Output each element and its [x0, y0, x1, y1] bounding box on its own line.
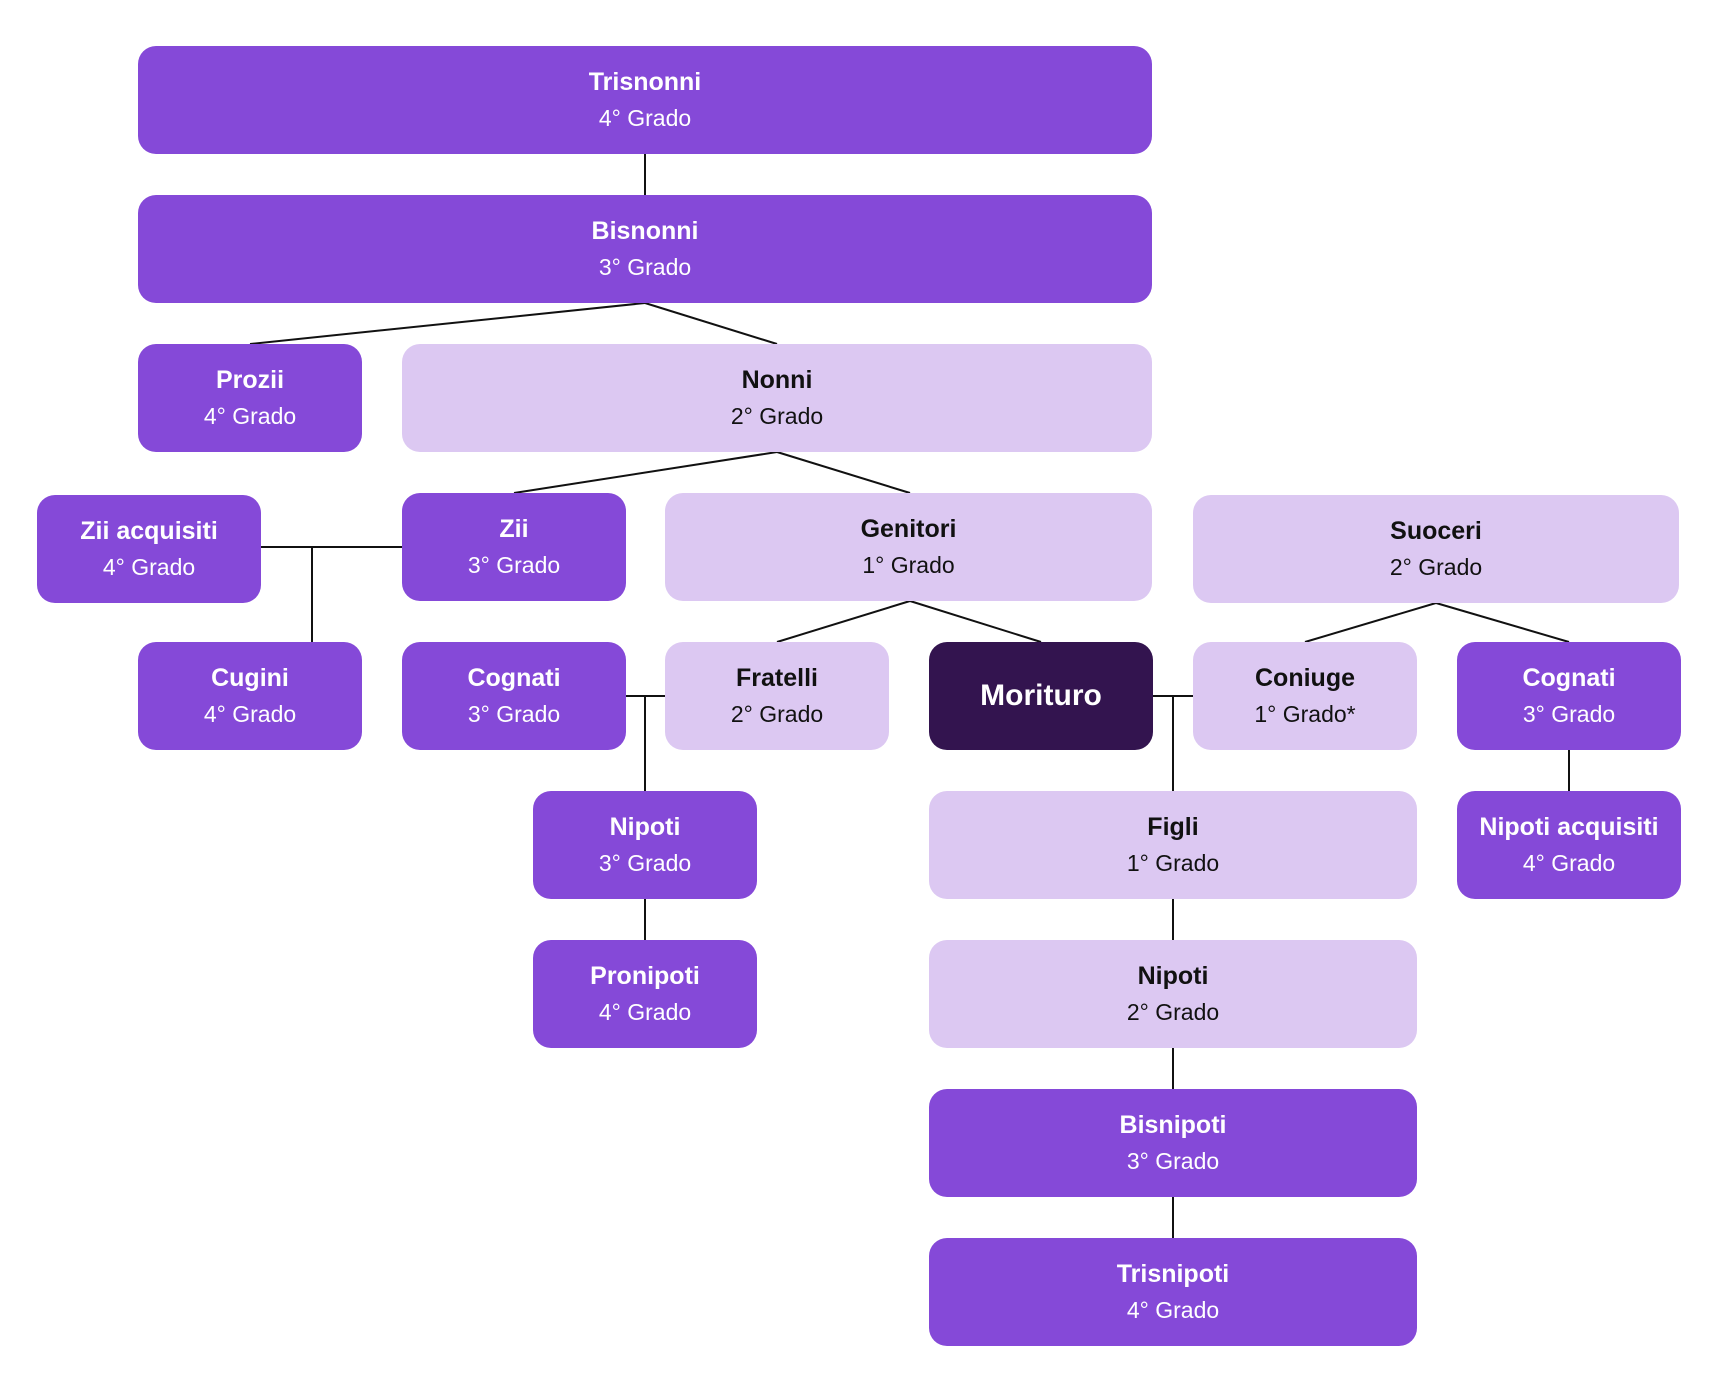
node-grado: 3° Grado — [598, 254, 692, 280]
node-name: Zii acquisiti — [80, 517, 218, 545]
connector-suoceri-coniuge — [1304, 602, 1437, 643]
node-cognati: Cognati 3° Grado — [402, 642, 626, 750]
node-grado: 4° Grado — [598, 999, 692, 1025]
node-grado: 4° Grado — [203, 403, 297, 429]
node-zii-acquisiti: Zii acquisiti 4° Grado — [37, 495, 261, 603]
node-name: Morituro — [980, 679, 1102, 712]
node-genitori: Genitori 1° Grado — [665, 493, 1152, 601]
node-name: Figli — [1147, 813, 1199, 841]
node-grado: 2° Grado — [1389, 554, 1483, 580]
node-name: Nipoti — [609, 813, 681, 841]
node-grado: 3° Grado — [1522, 701, 1616, 727]
node-grado: 4° Grado — [1522, 850, 1616, 876]
node-grado: 2° Grado — [730, 701, 824, 727]
node-name: Cugini — [211, 664, 289, 692]
node-name: Genitori — [860, 515, 957, 543]
node-name: Pronipoti — [590, 962, 700, 990]
node-grado: 2° Grado — [730, 403, 824, 429]
node-nipoti-figli: Nipoti 2° Grado — [929, 940, 1417, 1048]
node-bisnipoti: Bisnipoti 3° Grado — [929, 1089, 1417, 1197]
node-nonni: Nonni 2° Grado — [402, 344, 1152, 452]
node-name: Zii — [499, 515, 529, 543]
node-figli: Figli 1° Grado — [929, 791, 1417, 899]
connector-genitori-morituro — [909, 600, 1042, 643]
node-name: Cognati — [1522, 664, 1616, 692]
connector-genitori-fratelli — [776, 600, 911, 643]
node-name: Nonni — [741, 366, 813, 394]
connector-nonni-zii — [513, 451, 778, 494]
connector-suoceri-cognati — [1435, 602, 1570, 643]
node-trisnonni: Trisnonni 4° Grado — [138, 46, 1152, 154]
node-grado: 3° Grado — [598, 850, 692, 876]
node-pronipoti: Pronipoti 4° Grado — [533, 940, 757, 1048]
node-grado: 3° Grado — [467, 552, 561, 578]
node-zii: Zii 3° Grado — [402, 493, 626, 601]
node-name: Trisnonni — [588, 68, 702, 96]
connector-bisnonni-nonni — [644, 302, 778, 345]
node-trisnipoti: Trisnipoti 4° Grado — [929, 1238, 1417, 1346]
node-coniuge: Coniuge 1° Grado* — [1193, 642, 1417, 750]
node-grado: 3° Grado — [1126, 1148, 1220, 1174]
node-name: Nipoti — [1137, 962, 1209, 990]
node-name: Cognati — [467, 664, 561, 692]
node-grado: 1° Grado* — [1254, 701, 1356, 727]
node-suoceri: Suoceri 2° Grado — [1193, 495, 1679, 603]
node-nipoti-fratelli: Nipoti 3° Grado — [533, 791, 757, 899]
node-grado: 4° Grado — [1126, 1297, 1220, 1323]
node-grado: 3° Grado — [467, 701, 561, 727]
node-fratelli: Fratelli 2° Grado — [665, 642, 889, 750]
node-name: Bisnonni — [591, 217, 699, 245]
node-name: Bisnipoti — [1119, 1111, 1227, 1139]
connector-nonni-genitori — [776, 451, 911, 494]
node-name: Coniuge — [1255, 664, 1355, 692]
node-grado: 1° Grado — [1126, 850, 1220, 876]
node-name: Fratelli — [736, 664, 818, 692]
node-grado: 4° Grado — [203, 701, 297, 727]
node-name: Suoceri — [1390, 517, 1482, 545]
node-grado: 4° Grado — [102, 554, 196, 580]
node-name: Prozii — [215, 366, 285, 394]
node-nipoti-acquisiti: Nipoti acquisiti 4° Grado — [1457, 791, 1681, 899]
node-cugini: Cugini 4° Grado — [138, 642, 362, 750]
connector-bisnonni-prozii — [249, 302, 646, 345]
node-name: Nipoti acquisiti — [1479, 813, 1659, 841]
node-name: Trisnipoti — [1116, 1260, 1230, 1288]
node-bisnonni: Bisnonni 3° Grado — [138, 195, 1152, 303]
node-morituro: Morituro — [929, 642, 1153, 750]
node-grado: 1° Grado — [862, 552, 955, 578]
node-grado: 4° Grado — [598, 105, 692, 131]
node-cognati-acquisiti: Cognati 3° Grado — [1457, 642, 1681, 750]
node-grado: 2° Grado — [1126, 999, 1220, 1025]
node-prozii: Prozii 4° Grado — [138, 344, 362, 452]
